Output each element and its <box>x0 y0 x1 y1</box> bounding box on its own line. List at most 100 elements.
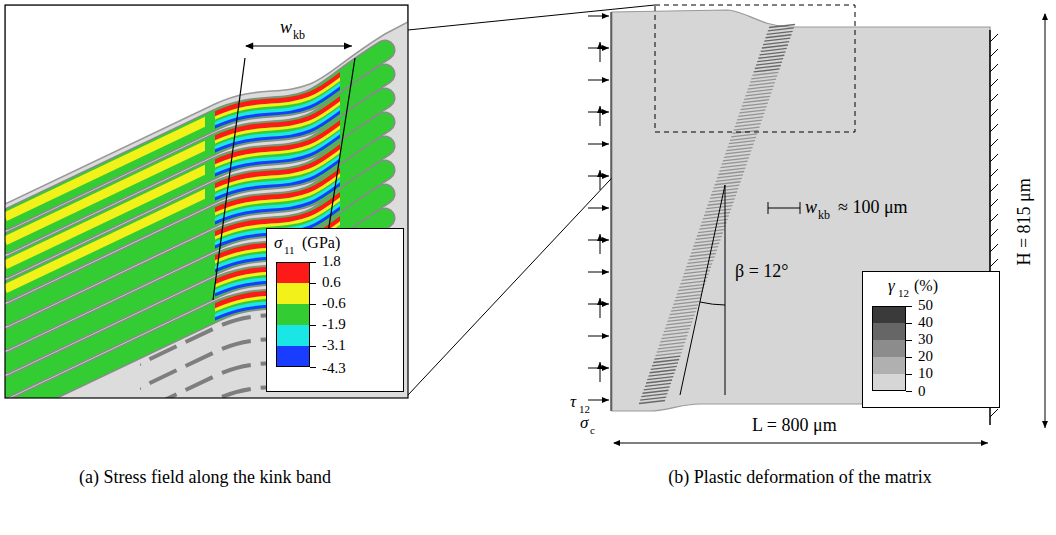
compression-arrow <box>588 176 609 177</box>
kink-band-streak <box>692 247 718 250</box>
compression-arrow <box>588 368 609 369</box>
legend-tick-mark <box>310 367 316 368</box>
kink-band-streak <box>737 117 763 120</box>
legend-tick-mark <box>906 306 912 307</box>
kink-band-streak <box>730 137 756 140</box>
kink-band-streak <box>718 171 744 174</box>
kink-band-streak <box>747 89 773 92</box>
angle-label: β = 12° <box>735 262 789 282</box>
legend-tick: 30 <box>918 331 933 348</box>
wall-hatch <box>990 64 998 72</box>
kink-band-streak <box>715 182 741 185</box>
kink-band-streak <box>763 42 789 45</box>
compression-arrow <box>588 336 609 337</box>
kink-band-streak <box>644 387 670 390</box>
kink-band-streak <box>751 76 777 79</box>
shear-arrow <box>600 234 601 254</box>
kink-band-streak <box>748 86 774 89</box>
kink-band-streak <box>651 366 677 369</box>
legend-tick-mark <box>906 357 912 358</box>
kink-band-streak <box>666 322 692 325</box>
kink-band-streak <box>760 52 786 55</box>
kink-band-streak <box>721 165 747 168</box>
fiber-outline <box>5 242 385 398</box>
wall-hatch <box>990 109 998 117</box>
wall-hatch <box>990 214 998 222</box>
wall-hatch <box>990 94 998 102</box>
kink-band-streak <box>641 394 667 397</box>
kink-band-streak <box>665 325 691 328</box>
kink-band-streak <box>667 318 693 321</box>
shear-arrow <box>600 42 601 62</box>
wall-hatch <box>990 259 998 267</box>
kink-band-streak <box>762 45 788 48</box>
kink-band-streak <box>758 55 784 58</box>
kink-band-streak <box>724 154 750 157</box>
legend-swatch <box>276 262 310 283</box>
kink-band-streak <box>738 113 764 116</box>
kink-band-streak <box>725 151 751 154</box>
legend-tick: -0.6 <box>322 295 346 312</box>
kink-band-streak <box>761 48 787 51</box>
fiber <box>5 194 385 364</box>
legend-tick: 50 <box>918 297 933 314</box>
kink-band-streak <box>752 72 778 75</box>
kink-band-streak <box>768 28 794 31</box>
fiber <box>5 218 385 388</box>
kink-band-streak <box>670 312 696 315</box>
kink-band-streak <box>695 240 721 243</box>
compression-arrow <box>588 208 609 209</box>
kink-band-streak <box>704 213 730 216</box>
load-symbol: σ <box>580 414 588 433</box>
compression-arrow <box>588 112 609 113</box>
kink-band-streak <box>650 370 676 373</box>
kink-band-streak <box>656 353 682 356</box>
kink-band-streak <box>647 377 673 380</box>
kink-band-streak <box>674 298 700 301</box>
dimension-symbol: w <box>805 198 817 218</box>
kink-band-streak <box>699 226 725 229</box>
kink-band-streak <box>672 305 698 308</box>
kink-band-streak <box>744 96 770 99</box>
legend-tick-mark <box>906 323 912 324</box>
kink-band-streak <box>739 110 765 113</box>
kink-band-streak <box>769 25 795 28</box>
dimension-label: H = 815 μm <box>1015 162 1035 282</box>
legend-tick-mark <box>906 340 912 341</box>
shear-arrow <box>600 362 601 382</box>
wall-hatch <box>990 409 998 417</box>
wall-hatch <box>990 199 998 207</box>
wall-hatch <box>990 139 998 147</box>
kink-band-streak <box>729 141 755 144</box>
kink-band-streak <box>652 363 678 366</box>
legend-tick-mark <box>310 346 316 347</box>
compression-arrow <box>588 144 609 145</box>
kink-band-streak <box>731 134 757 137</box>
kink-band-streak <box>750 79 776 82</box>
legend-tick-mark <box>310 283 316 284</box>
legend-tick-mark <box>310 325 316 326</box>
kink-band-streak <box>676 295 702 298</box>
compression-arrow <box>588 272 609 273</box>
compression-arrow <box>588 400 609 401</box>
kink-band-streak <box>679 284 705 287</box>
kink-band-streak <box>640 397 666 400</box>
kink-band-streak <box>705 209 731 212</box>
wall-hatch <box>990 124 998 132</box>
dimension-symbol: w <box>280 18 292 38</box>
kink-band-streak <box>706 206 732 209</box>
kink-band-streak <box>698 230 724 233</box>
legend-swatch <box>872 306 906 323</box>
kink-band-streak <box>711 192 737 195</box>
kink-band-streak <box>736 120 762 123</box>
compression-arrow <box>588 240 609 241</box>
kink-band-streak <box>743 100 769 103</box>
legend-swatch <box>276 304 310 325</box>
kink-band-streak <box>754 69 780 72</box>
kink-band-streak <box>646 380 672 383</box>
kink-band-streak <box>659 342 685 345</box>
kink-band-streak <box>734 127 760 130</box>
panel-caption: (a) Stress field along the kink band <box>5 468 405 488</box>
kink-band-streak <box>683 274 709 277</box>
legend-tick-mark <box>310 304 316 305</box>
